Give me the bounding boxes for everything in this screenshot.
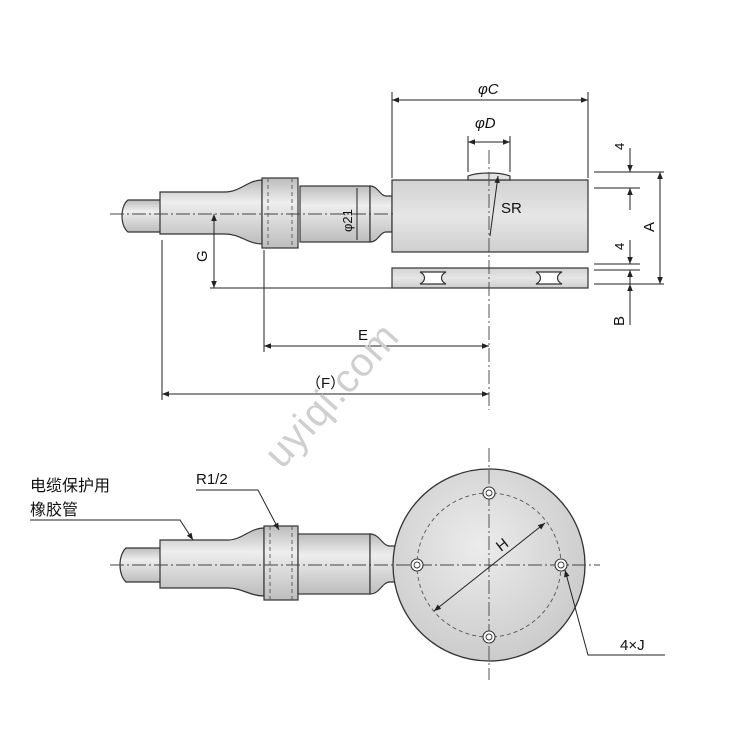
base-flange-side [391,267,589,289]
holes-label: 4×J [620,637,645,654]
dim-a: A [641,222,658,232]
mounting-hole-bottom [482,630,496,644]
dim-phi-21: φ21 [340,209,355,232]
connector-top [297,533,371,595]
dim-b: B [611,316,628,326]
dim-g: G [194,250,211,262]
dim-f: （F） [306,375,345,392]
tube-nut-side [261,177,299,249]
cable-side [121,199,166,233]
side-view: φC φD SR φ21 4 4 A B G [110,81,664,410]
load-cell-body-side [391,179,589,253]
watermark: uyiqi.com [256,314,408,476]
cable-label-line2: 橡胶管 [30,500,78,519]
dim-e: E [358,327,368,344]
tube-nut-top [263,525,299,601]
rubber-tube-side [159,179,263,245]
thread-label: R1/2 [196,471,228,488]
rubber-tube-top [159,527,265,597]
dim-4-bottom: 4 [612,243,627,250]
mounting-hole-left [410,558,424,572]
mounting-hole-right [554,558,568,572]
dim-phi-d: φD [475,115,496,132]
dim-sr: SR [501,200,522,217]
dim-phi-c: φC [478,81,499,98]
cable-label-line1: 电缆保护用 [30,476,110,495]
mounting-hole-top [482,486,496,500]
dim-4-top: 4 [612,143,627,150]
top-view: H 4×J R1/2 电缆保护用 橡胶管 [30,448,665,680]
